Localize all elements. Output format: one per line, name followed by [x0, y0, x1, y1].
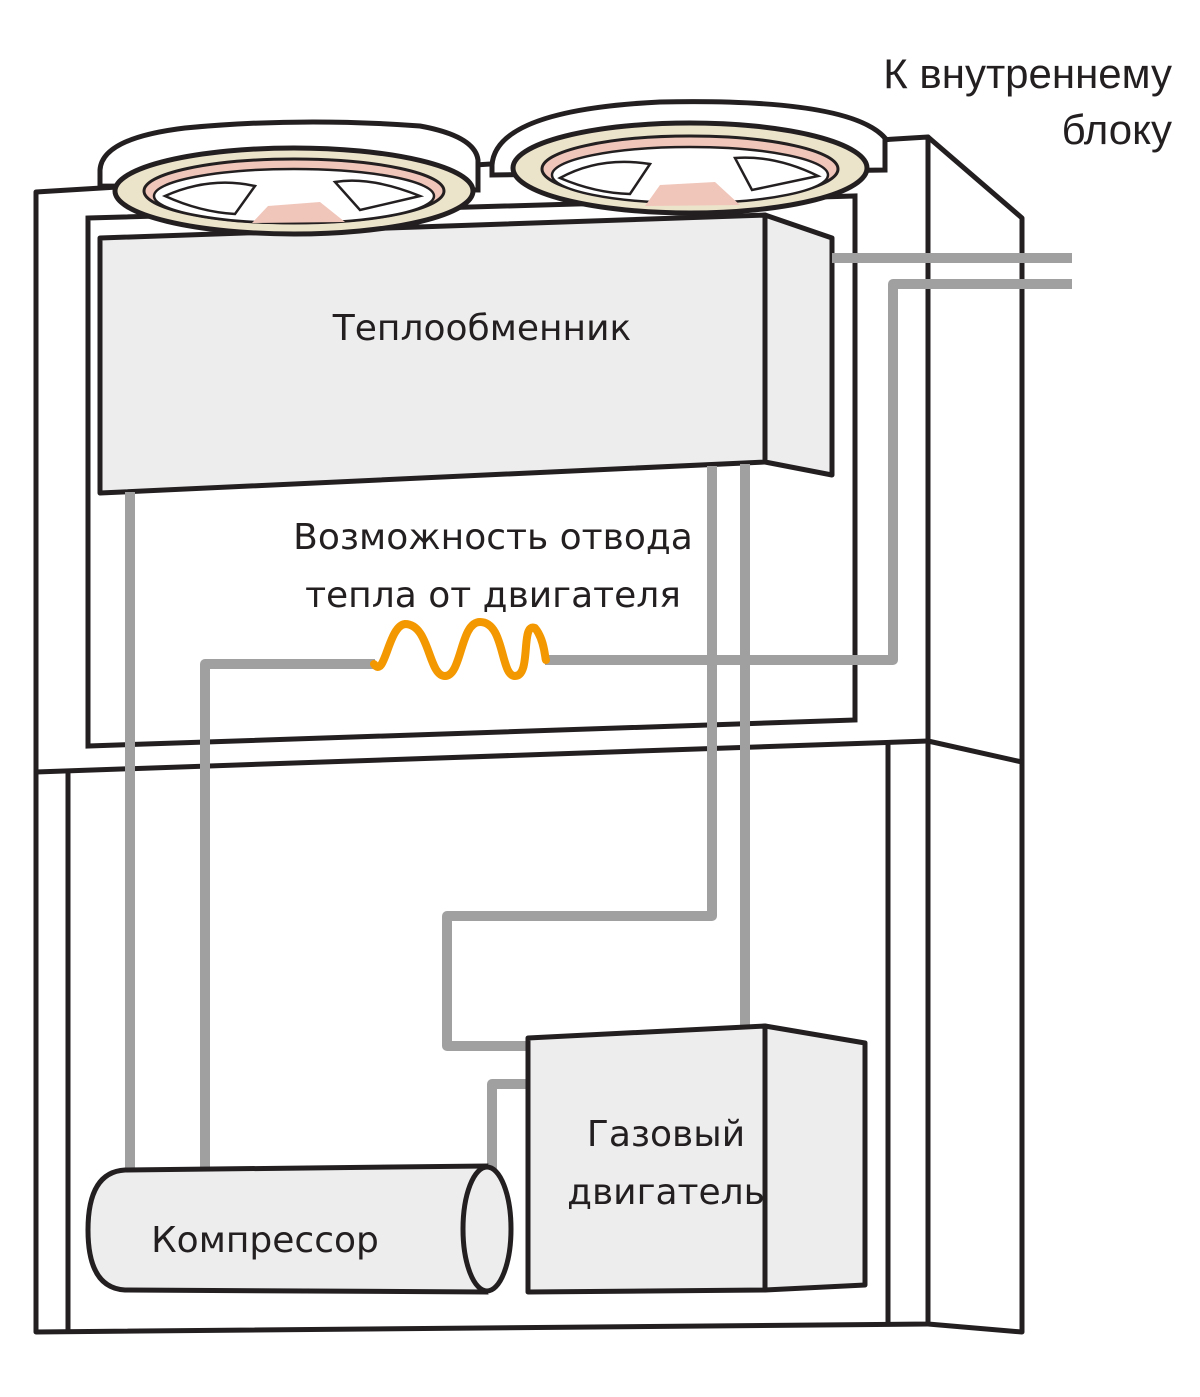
pipe-engine-to-compressor — [487, 1079, 527, 1172]
label-heat-exchanger: Теплообменник — [332, 308, 631, 349]
label-heat-recovery-line1: Возможность отвода — [293, 517, 693, 558]
pipe-hx-to-engine-a — [442, 466, 717, 1051]
divider-side — [927, 738, 1023, 765]
pipe-compressor-to-coil — [200, 659, 375, 1170]
pipes — [125, 253, 1072, 1172]
label-to-indoor-line1: К внутреннему — [883, 50, 1172, 97]
fan-right — [510, 120, 870, 216]
compressor-end-cap — [460, 1164, 514, 1294]
gas-engine-front — [525, 1023, 768, 1295]
fan-left — [112, 145, 476, 237]
heat-exchanger — [97, 212, 835, 496]
lower-compartment — [35, 738, 1023, 1330]
compressor — [85, 1163, 514, 1295]
heat-recovery-coil — [370, 618, 550, 680]
diagram-labels: К внутреннему блоку Теплообменник Возмож… — [151, 50, 1172, 1261]
heat-exchanger-side — [762, 212, 835, 478]
label-gas-engine-line2: двигатель — [567, 1172, 765, 1213]
label-to-indoor-line2: блоку — [1062, 106, 1172, 153]
divider-front — [35, 738, 929, 775]
label-heat-recovery-line2: тепла от двигателя — [305, 575, 681, 616]
label-gas-engine-line1: Газовый — [587, 1114, 745, 1155]
label-compressor: Компрессор — [151, 1220, 379, 1261]
cabinet-side-panel — [925, 134, 1025, 1335]
pipe-coil-to-indoor — [545, 279, 1072, 665]
heat-exchanger-front — [97, 212, 768, 496]
gas-engine-side — [762, 1023, 868, 1293]
gas-engine — [525, 1023, 868, 1295]
